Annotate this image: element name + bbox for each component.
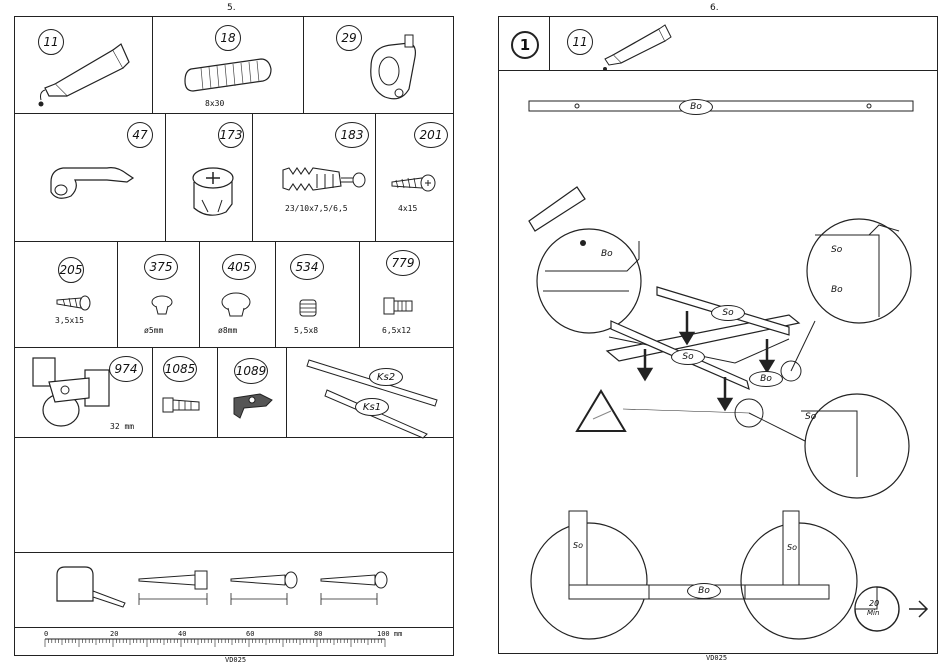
glue-part-badge: 11 [567, 29, 593, 55]
part-caption: 4x15 [398, 204, 417, 213]
cap-icon [220, 292, 260, 322]
part-label-so: So [787, 543, 797, 552]
part-caption: 32 mm [110, 422, 134, 431]
insert-icon [296, 296, 336, 326]
cam-lock-icon [178, 154, 258, 234]
part-cell-11: 11 [15, 17, 153, 114]
ruler-label: 40 [178, 630, 186, 638]
part-caption: 8x30 [205, 99, 224, 108]
bolt-icon [382, 294, 432, 324]
page-number-left: 5. [227, 3, 236, 13]
right-page: 1 11 [498, 16, 938, 654]
glue-tube-icon [599, 19, 679, 69]
footer-code-left: VD025 [225, 656, 246, 664]
connector-icon [159, 388, 219, 438]
part-label-so: So [711, 305, 745, 321]
ruler-label: 100 mm [377, 630, 402, 638]
part-number-badge: 405 [222, 254, 256, 280]
screw-icon [386, 166, 456, 206]
part-caption: 5,5x8 [294, 326, 318, 335]
footer-code-right: VD025 [706, 654, 727, 662]
page-number-right: 6. [710, 3, 719, 13]
part-caption: 3,5x15 [55, 316, 84, 325]
part-label-bo: Bo [831, 285, 843, 295]
part-cell-974: 974 32 mm [15, 348, 153, 438]
part-cell-534: 534 5,5x8 [276, 242, 360, 348]
part-label-so: So [573, 541, 583, 550]
clip-connector-icon [224, 388, 284, 438]
part-number-badge: 201 [414, 122, 448, 148]
part-number-badge: 205 [58, 257, 84, 283]
part-cell-779: 779 6,5x12 [360, 242, 453, 348]
part-caption: 23/10x7,5/6,5 [285, 204, 348, 213]
part-caption: ø5mm [144, 326, 163, 335]
ruler-label: 80 [314, 630, 322, 638]
glue-tube-icon [25, 22, 145, 112]
timer-value: 20 [869, 599, 879, 608]
part-label-bo: Bo [687, 583, 721, 599]
part-cell-183: 183 23/10x7,5/6,5 [253, 114, 376, 242]
step-number-badge: 1 [511, 31, 539, 59]
part-cell-405: 405 ø8mm [200, 242, 276, 348]
part-label-so: So [831, 245, 842, 255]
wood-dowel-icon [173, 47, 313, 107]
part-cell-29: 29 [304, 17, 453, 114]
part-cell-47: 47 [15, 114, 166, 242]
part-number-badge: 173 [218, 122, 244, 148]
rod-label-badge: Ks2 [369, 368, 403, 386]
rail-support-icon [349, 27, 449, 117]
part-cell-205: 205 3,5x15 [15, 242, 118, 348]
ruler-label: 60 [246, 630, 254, 638]
part-caption: 6,5x12 [382, 326, 411, 335]
assembly-diagram [499, 71, 937, 651]
part-number-badge: 183 [335, 122, 369, 148]
part-number-badge: 534 [290, 254, 324, 280]
rods-cell: Ks2 Ks1 [287, 348, 453, 438]
part-cell-1089: 1089 [218, 348, 287, 438]
part-label-bo: Bo [749, 371, 783, 387]
part-cell-201: 201 4x15 [376, 114, 453, 242]
step-header: 1 11 [499, 17, 937, 71]
part-cell-18: 18 8x30 [153, 17, 304, 114]
part-number-badge: 375 [144, 254, 178, 280]
left-page: 11 18 8x30 29 47 [14, 16, 454, 656]
part-cell-375: 375 ø5mm [118, 242, 200, 348]
part-label-so: So [671, 349, 705, 365]
ruler-label: 20 [110, 630, 118, 638]
timer-unit: Min [867, 609, 879, 617]
part-number-badge: 1089 [234, 358, 268, 384]
part-label-so: So [805, 412, 816, 422]
rods-icon [287, 348, 453, 438]
part-cell-173: 173 [166, 114, 253, 242]
part-label-bo: Bo [601, 249, 613, 259]
screw-length-diagram [135, 563, 435, 623]
tape-measure-icon [51, 563, 131, 623]
ruler-label: 0 [44, 630, 48, 638]
rod-label-badge: Ks1 [355, 398, 389, 416]
tools-row [15, 553, 453, 628]
empty-area [15, 438, 453, 553]
part-number-badge: 1085 [163, 356, 197, 382]
part-cell-1085: 1085 [153, 348, 218, 438]
part-caption: ø8mm [218, 326, 237, 335]
part-label-bo: Bo [679, 99, 713, 115]
cap-icon [148, 294, 188, 324]
part-number-badge: 779 [386, 250, 420, 276]
shelf-clip-icon [35, 144, 155, 224]
